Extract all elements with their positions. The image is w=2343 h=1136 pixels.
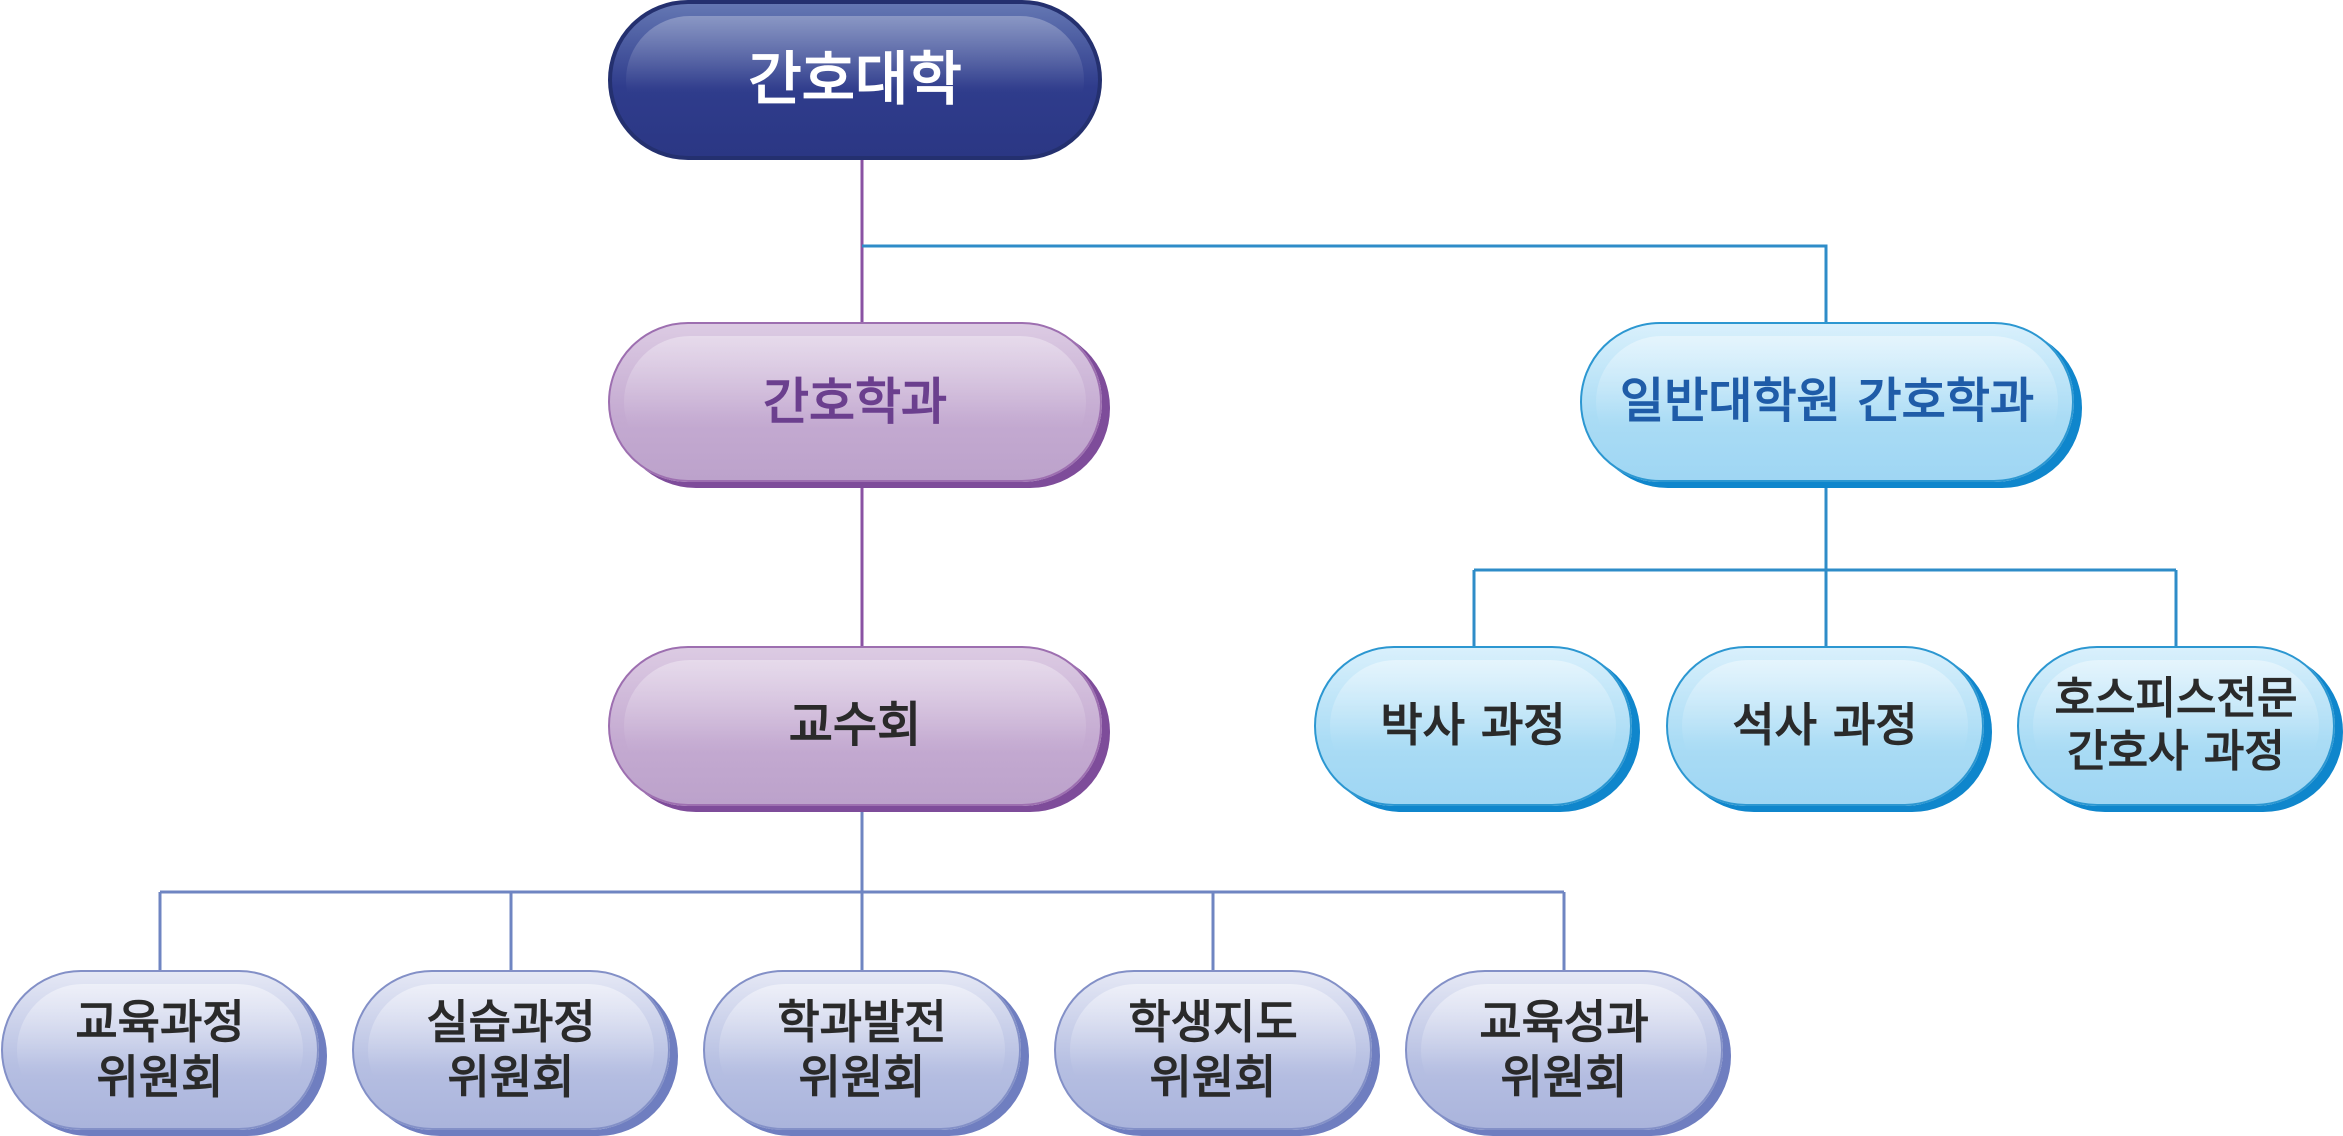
committee-node-practicum: 실습과정 위원회 (352, 970, 670, 1130)
program-node-doctoral: 박사 과정 (1314, 646, 1632, 806)
committee-node-student-guidance: 학생지도 위원회 (1054, 970, 1372, 1130)
department-node: 간호학과 (608, 322, 1102, 482)
committee-label: 교육성과 위원회 (1479, 994, 1649, 1104)
committee-label: 실습과정 위원회 (426, 994, 596, 1104)
program-label: 석사 과정 (1732, 698, 1918, 753)
program-node-masters: 석사 과정 (1666, 646, 1984, 806)
graduate-school-node: 일반대학원 간호학과 (1580, 322, 2074, 482)
faculty-council-label: 교수회 (788, 697, 922, 754)
committee-label: 학과발전 위원회 (777, 994, 947, 1104)
connector-root-graduate (862, 244, 1828, 322)
committee-node-development: 학과발전 위원회 (703, 970, 1021, 1130)
committee-node-curriculum: 교육과정 위원회 (1, 970, 319, 1130)
graduate-school-label: 일반대학원 간호학과 (1619, 373, 2035, 430)
root-node-nursing-college: 간호대학 (608, 0, 1102, 160)
committee-label: 교육과정 위원회 (75, 994, 245, 1104)
committee-label: 학생지도 위원회 (1128, 994, 1298, 1104)
root-label: 간호대학 (748, 45, 962, 114)
department-label: 간호학과 (763, 373, 947, 431)
committee-node-outcomes: 교육성과 위원회 (1405, 970, 1723, 1130)
program-label: 호스피스전문 간호사 과정 (2054, 673, 2298, 777)
program-node-hospice: 호스피스전문 간호사 과정 (2017, 646, 2335, 806)
faculty-council-node: 교수회 (608, 646, 1102, 806)
program-label: 박사 과정 (1380, 698, 1566, 753)
